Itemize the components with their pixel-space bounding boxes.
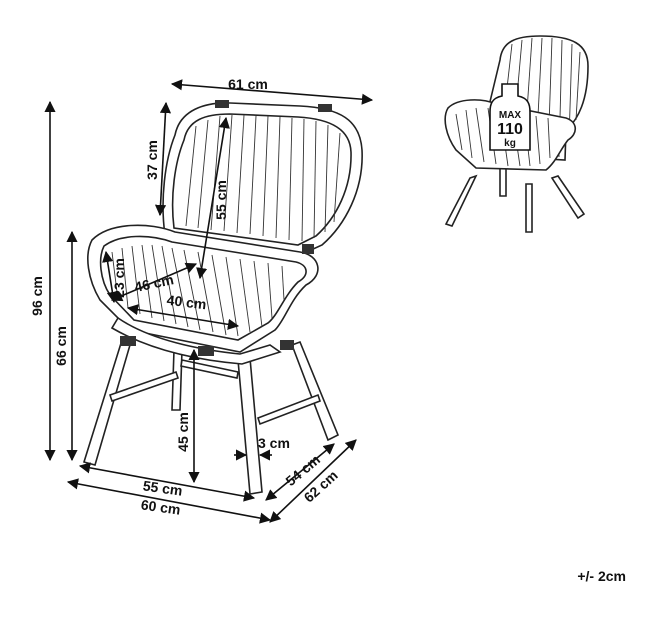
backrest-inner <box>171 113 352 246</box>
chair-leg-back-right <box>290 340 340 442</box>
label-seat-width: 40 cm <box>166 292 207 313</box>
label-base-outer: 60 cm <box>140 496 182 517</box>
leg-brace-right <box>256 393 322 426</box>
label-total-height: 96 cm <box>29 276 45 316</box>
max-load-value: 110 <box>497 121 523 138</box>
label-back-inner: 55 cm <box>213 180 229 220</box>
chair-leg-front-right <box>237 357 263 495</box>
wrap-leg-center <box>198 346 214 356</box>
label-back-height: 37 cm <box>144 140 160 180</box>
leg-brace-left <box>108 370 180 403</box>
wrap-arm-right <box>302 244 314 254</box>
tolerance-note: +/- 2cm <box>577 568 626 584</box>
wrap-top-left <box>215 100 229 108</box>
dim-line-base-outer <box>66 478 272 524</box>
label-leg-offset: 3 cm <box>258 435 290 451</box>
small-leg-right <box>550 175 586 220</box>
small-leg-left <box>444 174 478 227</box>
small-chair-illustration: MAX 110 kg <box>444 35 589 233</box>
max-load-weight-icon <box>489 83 531 151</box>
label-base-inner: 55 cm <box>142 477 184 498</box>
small-leg-center <box>525 183 533 233</box>
wrap-leg-left <box>120 336 136 346</box>
dim-line-seat-depth <box>110 262 198 302</box>
label-arm-rest: 23 cm <box>111 258 127 298</box>
dim-line-depth-outer <box>269 439 357 523</box>
chair-leg-front-left <box>82 338 131 466</box>
dimension-lines <box>44 79 374 524</box>
label-seat-height: 45 cm <box>175 412 191 452</box>
dim-line-back-height <box>154 101 172 217</box>
small-leg-back <box>499 167 507 197</box>
max-load-label: MAX <box>499 110 522 121</box>
dim-line-seat-width <box>126 304 240 330</box>
dim-line-width-top <box>170 79 374 105</box>
label-width-top: 61 cm <box>228 76 268 92</box>
dim-line-back-inner <box>196 116 230 280</box>
label-arm-height: 66 cm <box>53 326 69 366</box>
wrap-leg-right <box>280 340 294 350</box>
wrap-top-right <box>318 104 332 112</box>
max-load-unit: kg <box>504 138 516 149</box>
